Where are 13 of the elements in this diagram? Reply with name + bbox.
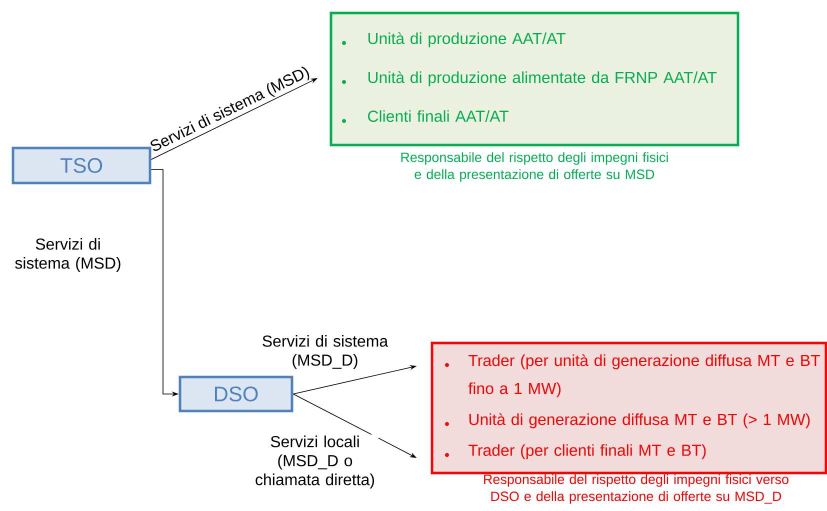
list-item: Trader (per clienti finali MT e BT) [468, 444, 706, 460]
entity-box: DSO [178, 376, 294, 412]
list-item: Unità di generazione diffusa MT e BT (> 1 MW) [469, 413, 810, 428]
entity-box: TSO [12, 146, 152, 184]
list-item: Clienti finali AAT/AT [368, 110, 508, 122]
edge-label: Servizi di sistema (MSD) [15, 238, 120, 272]
list-item: Trader (per unità di generazione diffusa MT e BT fino a 1 MW) [468, 354, 820, 398]
list-item: Unità di produzione alimentate da FRNP AAT/AT [368, 71, 717, 86]
node-label: Responsabile del rispetto degli impegni fisici e della presentazione di offerte su MSD [401, 152, 668, 182]
edge-label: Servizi di sistema (MSD_D) [262, 335, 388, 369]
list-item: Unità di produzione AAT/AT [368, 32, 566, 48]
node-label: Responsabile del rispetto degli impegni fisici verso DSO e della presentazione di offerte su MSD_D [484, 474, 788, 504]
edge-label: Servizi locali (MSD_D o chiamata diretta) [256, 436, 374, 488]
